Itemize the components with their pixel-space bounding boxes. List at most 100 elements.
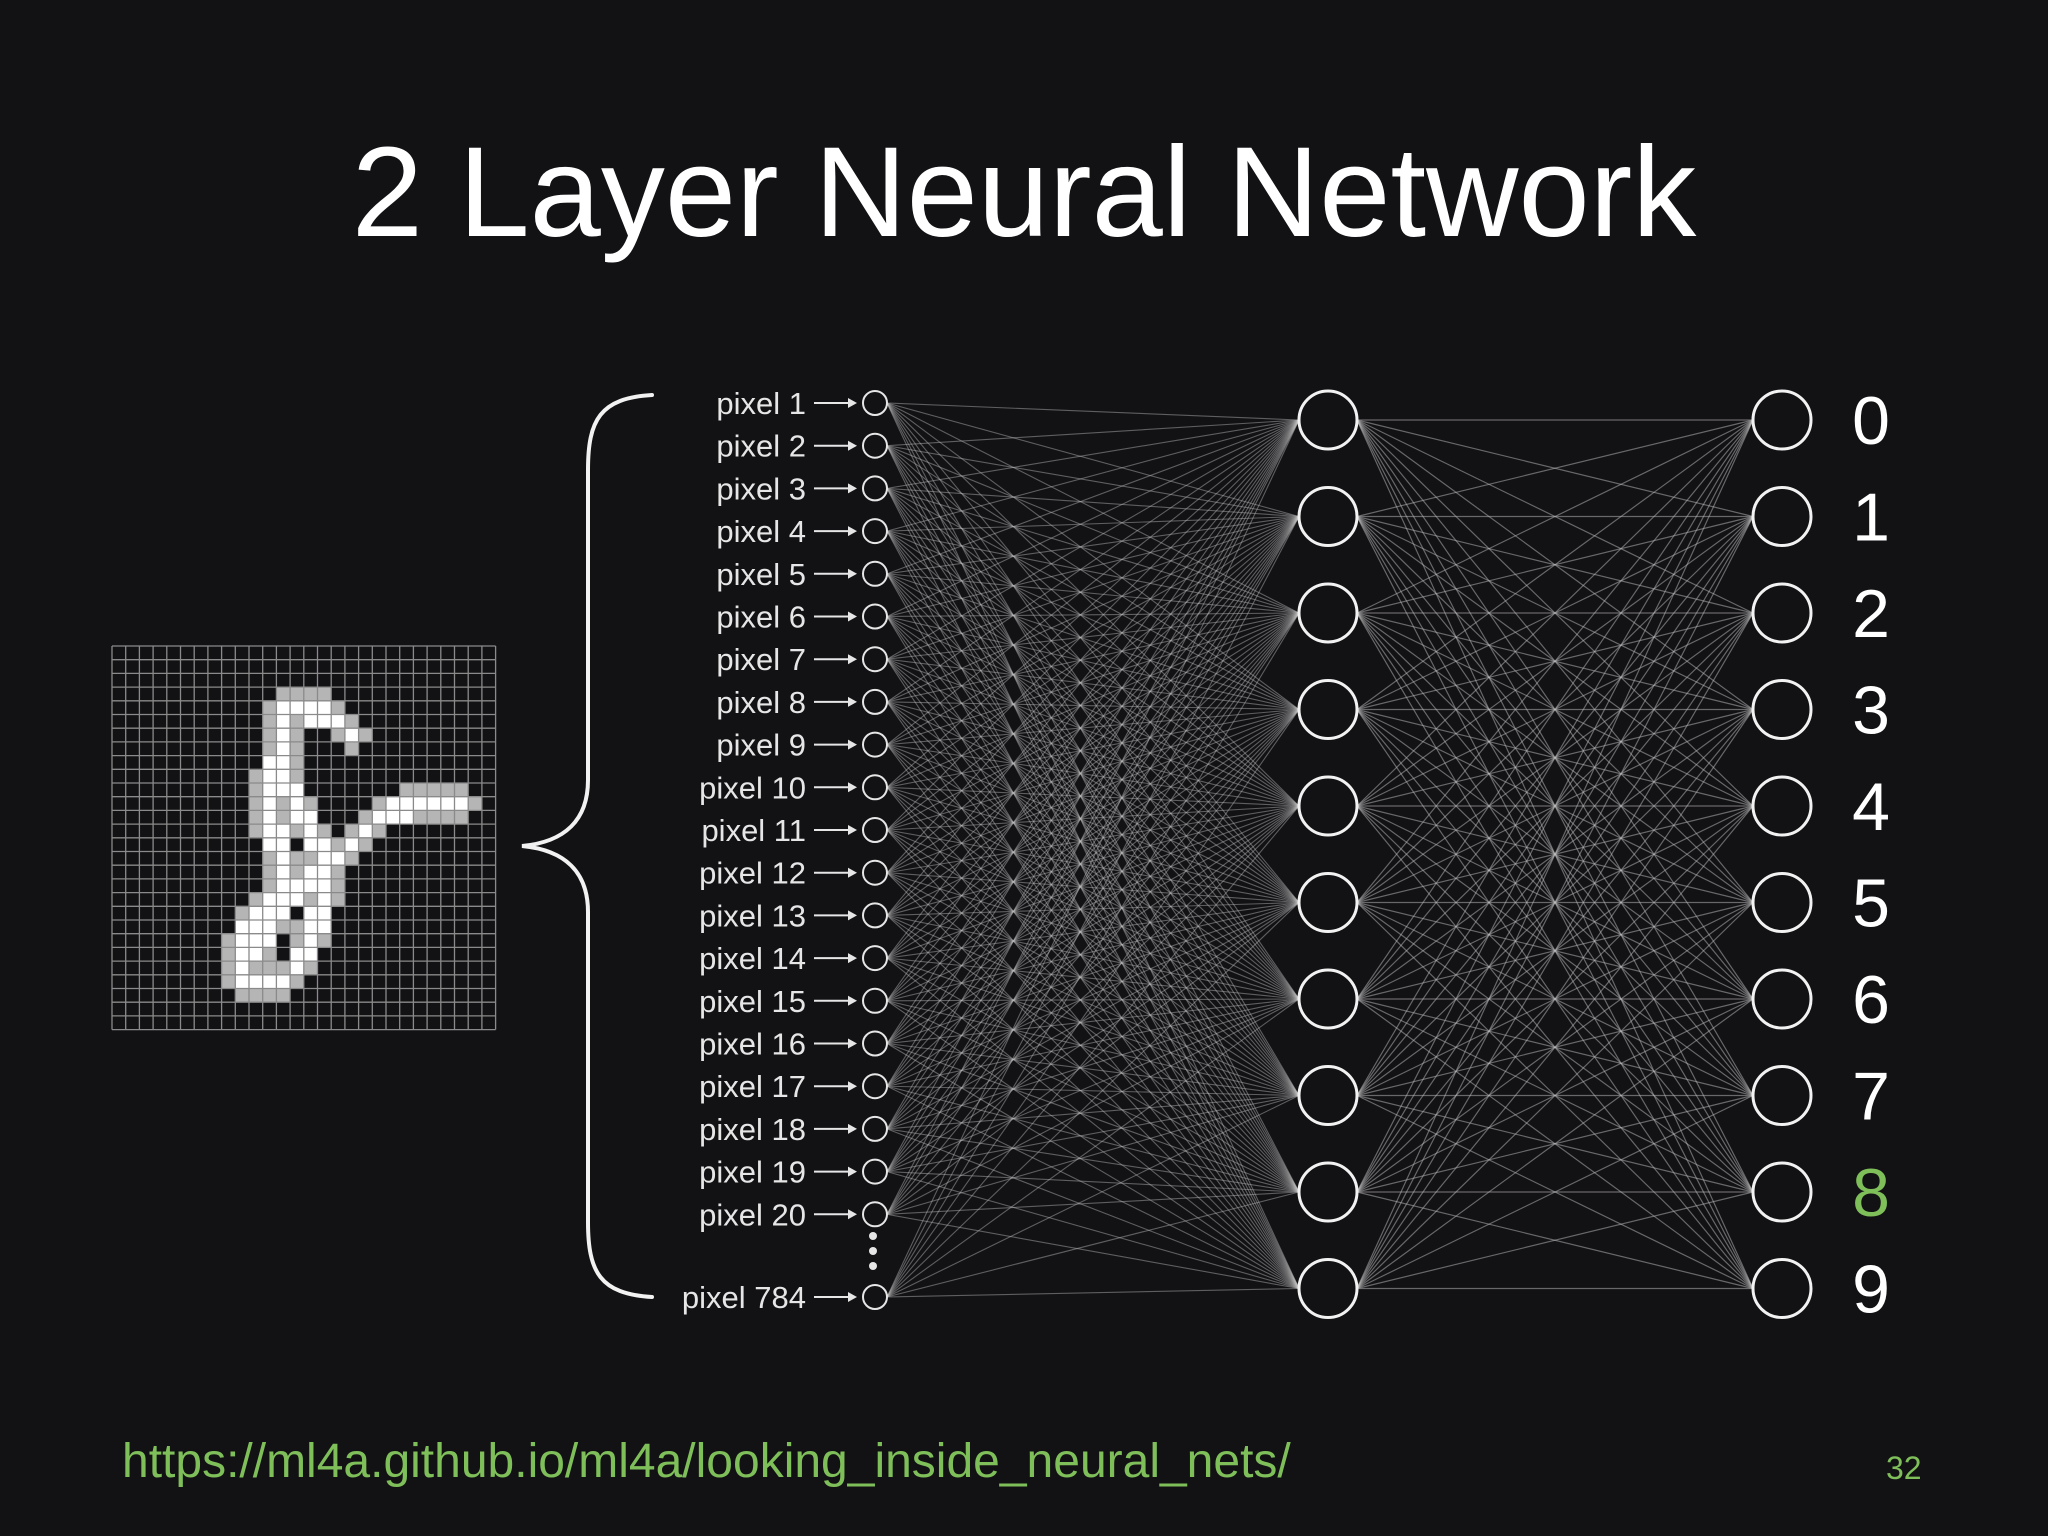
connection-line	[886, 488, 1300, 1193]
connection-line	[886, 419, 1300, 489]
hidden-output-connections	[1356, 419, 1754, 1290]
connection-line	[1356, 1191, 1754, 1290]
connection-line	[886, 744, 1300, 807]
pixel-cell	[427, 810, 441, 825]
pixel-cell	[372, 810, 386, 825]
connection-line	[886, 487, 1300, 807]
connection-line	[886, 829, 1300, 1289]
pixel-cell	[399, 796, 414, 811]
pixel-cell	[317, 687, 332, 701]
slide-number: 32	[1886, 1450, 1922, 1486]
connection-line	[886, 998, 1300, 1215]
pixel-cell	[276, 988, 291, 1003]
connection-line	[886, 709, 1300, 1298]
connection-line	[886, 872, 1300, 904]
pixel-cell	[290, 892, 304, 907]
output-digit-label: 5	[1852, 866, 1890, 942]
arrowhead-icon	[848, 910, 857, 921]
connection-line	[886, 805, 1300, 1215]
connection-line	[886, 1171, 1300, 1290]
connection-line	[886, 701, 1300, 1000]
pixel-cell	[249, 988, 263, 1003]
arrowhead-icon	[848, 1123, 857, 1134]
output-digit-label: 0	[1852, 383, 1890, 459]
connection-line	[886, 872, 1300, 1193]
connection-line	[886, 402, 1300, 807]
connection-line	[886, 516, 1300, 874]
input-pixel-label: pixel 13	[699, 898, 806, 933]
arrowhead-icon	[848, 483, 857, 494]
connection-line	[886, 708, 1300, 788]
pixel-cell	[413, 810, 428, 825]
pixel-cell	[317, 878, 332, 893]
arrowhead-icon	[848, 611, 857, 622]
connection-line	[886, 998, 1300, 1045]
input-node-row: pixel 19	[699, 1155, 888, 1190]
connection-line	[886, 1000, 1300, 1193]
connection-line	[886, 998, 1300, 1173]
connection-line	[886, 1213, 1300, 1290]
pixel-cell	[386, 796, 400, 811]
output-neuron	[1751, 872, 1813, 933]
input-pixel-label: pixel 784	[682, 1280, 806, 1315]
pixel-cell	[317, 837, 332, 852]
mnist-digit-image	[111, 645, 497, 1031]
connection-line	[886, 445, 1300, 1096]
connection-line	[886, 573, 1300, 1289]
connection-line	[886, 709, 1300, 1044]
pixel-cell	[235, 947, 249, 962]
connection-line	[886, 1095, 1300, 1298]
pixel-cell	[249, 824, 263, 838]
connection-line	[886, 516, 1300, 1002]
source-url[interactable]: https://ml4a.github.io/ml4a/looking_insi…	[122, 1435, 1291, 1488]
connection-line	[886, 488, 1300, 1289]
input-pixel-label: pixel 5	[716, 557, 806, 592]
input-neuron	[862, 987, 888, 1014]
connection-line	[886, 658, 1300, 807]
connection-line	[886, 744, 1300, 1096]
arrowhead-icon	[848, 1038, 857, 1049]
pixel-cell	[235, 961, 249, 975]
pixel-cell	[276, 796, 291, 811]
connection-line	[886, 829, 1300, 1096]
arrowhead-icon	[848, 739, 857, 750]
input-neuron	[862, 646, 888, 673]
connection-line	[886, 419, 1300, 1172]
connection-line	[886, 445, 1300, 807]
connection-line	[886, 786, 1300, 1096]
pixel-cell	[290, 961, 304, 975]
connection-line	[886, 616, 1300, 1289]
connection-line	[886, 516, 1300, 1215]
input-pixel-label: pixel 12	[699, 856, 806, 891]
pixel-cell	[372, 796, 386, 811]
pixel-cell	[221, 974, 236, 989]
arrowhead-icon	[848, 782, 857, 793]
arrowhead-icon	[848, 1292, 857, 1302]
pixel-cell	[262, 961, 277, 975]
connection-line	[886, 805, 1300, 874]
pixel-cell	[317, 892, 332, 907]
connection-line	[886, 612, 1300, 959]
connection-line	[886, 516, 1300, 831]
input-neuron	[862, 688, 888, 715]
connection-line	[886, 515, 1300, 618]
connection-line	[886, 708, 1300, 874]
connection-line	[886, 402, 1300, 1096]
input-neuron	[862, 518, 888, 545]
connection-line	[886, 530, 1300, 711]
input-hidden-connections	[886, 402, 1300, 1298]
connection-line	[886, 402, 1300, 710]
pixel-cell	[440, 796, 455, 811]
input-pixel-label: pixel 10	[699, 770, 806, 805]
connection-line	[886, 914, 1300, 1289]
connection-line	[886, 516, 1300, 746]
connection-line	[886, 612, 1300, 916]
connection-line	[886, 709, 1300, 959]
pixel-cell	[303, 851, 318, 866]
pixel-cell	[235, 974, 249, 989]
slide-title: 2 Layer Neural Network	[351, 121, 1697, 264]
pixel-cell	[303, 878, 318, 893]
connection-line	[1356, 998, 1754, 1289]
input-pixel-label: pixel 7	[716, 642, 806, 677]
